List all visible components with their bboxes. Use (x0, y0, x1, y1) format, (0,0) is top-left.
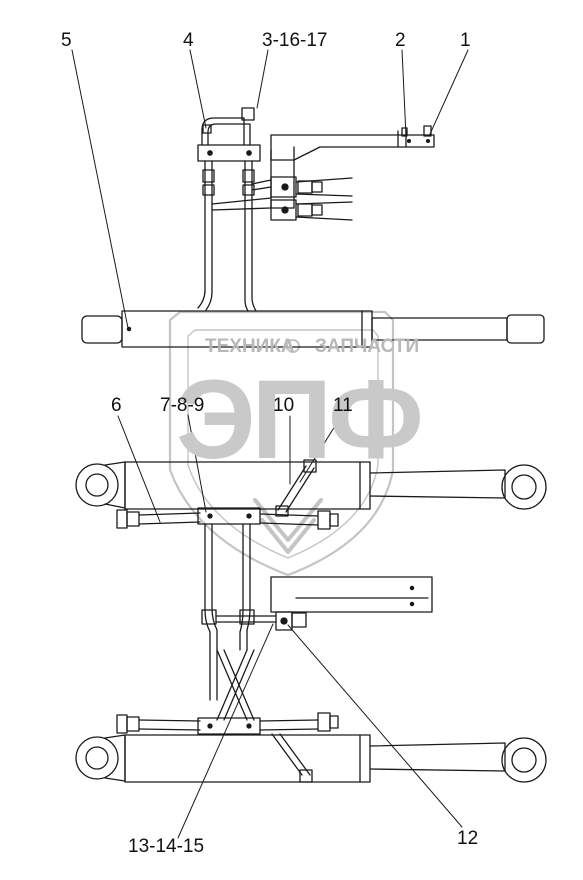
upper-pipes (197, 107, 272, 312)
leader-3-16-17 (256, 49, 269, 109)
watermark-text-right: ЗАПЧАСТИ (315, 336, 420, 357)
middle-hoses (116, 459, 339, 530)
callout-7-8-9: 7-8-9 (160, 395, 205, 416)
lower-hoses (116, 712, 339, 783)
connecting-pipes (201, 523, 277, 721)
callout-12: 12 (457, 828, 479, 849)
hydraulic-cylinder-middle (75, 461, 547, 510)
leader-2 (401, 49, 407, 137)
watermark-text-left: ТЕХНИКА (205, 336, 295, 357)
quick-couplers (270, 176, 353, 221)
callout-11: 11 (333, 395, 353, 416)
callout-13-14-15: 13-14-15 (128, 836, 205, 857)
leader-6 (117, 415, 161, 523)
callout-10: 10 (273, 395, 295, 416)
callout-1: 1 (460, 30, 471, 51)
watermark-logo-text: ЭПФ (176, 357, 424, 482)
leader-1 (429, 49, 469, 135)
watermark-logo (168, 310, 395, 577)
leader-11 (299, 417, 341, 483)
callout-4: 4 (183, 30, 194, 51)
callout-5: 5 (61, 30, 72, 51)
callout-3-16-17: 3-16-17 (262, 30, 328, 51)
callout-6: 6 (111, 395, 122, 416)
valve-block (270, 576, 433, 631)
leader-7-8-9 (187, 414, 207, 513)
hydraulic-cylinder-lower (75, 734, 547, 783)
leader-5 (71, 49, 129, 329)
leader-lines (71, 49, 469, 839)
leader-4 (189, 49, 207, 129)
hydraulic-cylinder-upper (81, 310, 545, 348)
leader-12 (287, 624, 463, 828)
callout-2: 2 (395, 30, 406, 51)
leader-13-14-15 (177, 623, 274, 839)
